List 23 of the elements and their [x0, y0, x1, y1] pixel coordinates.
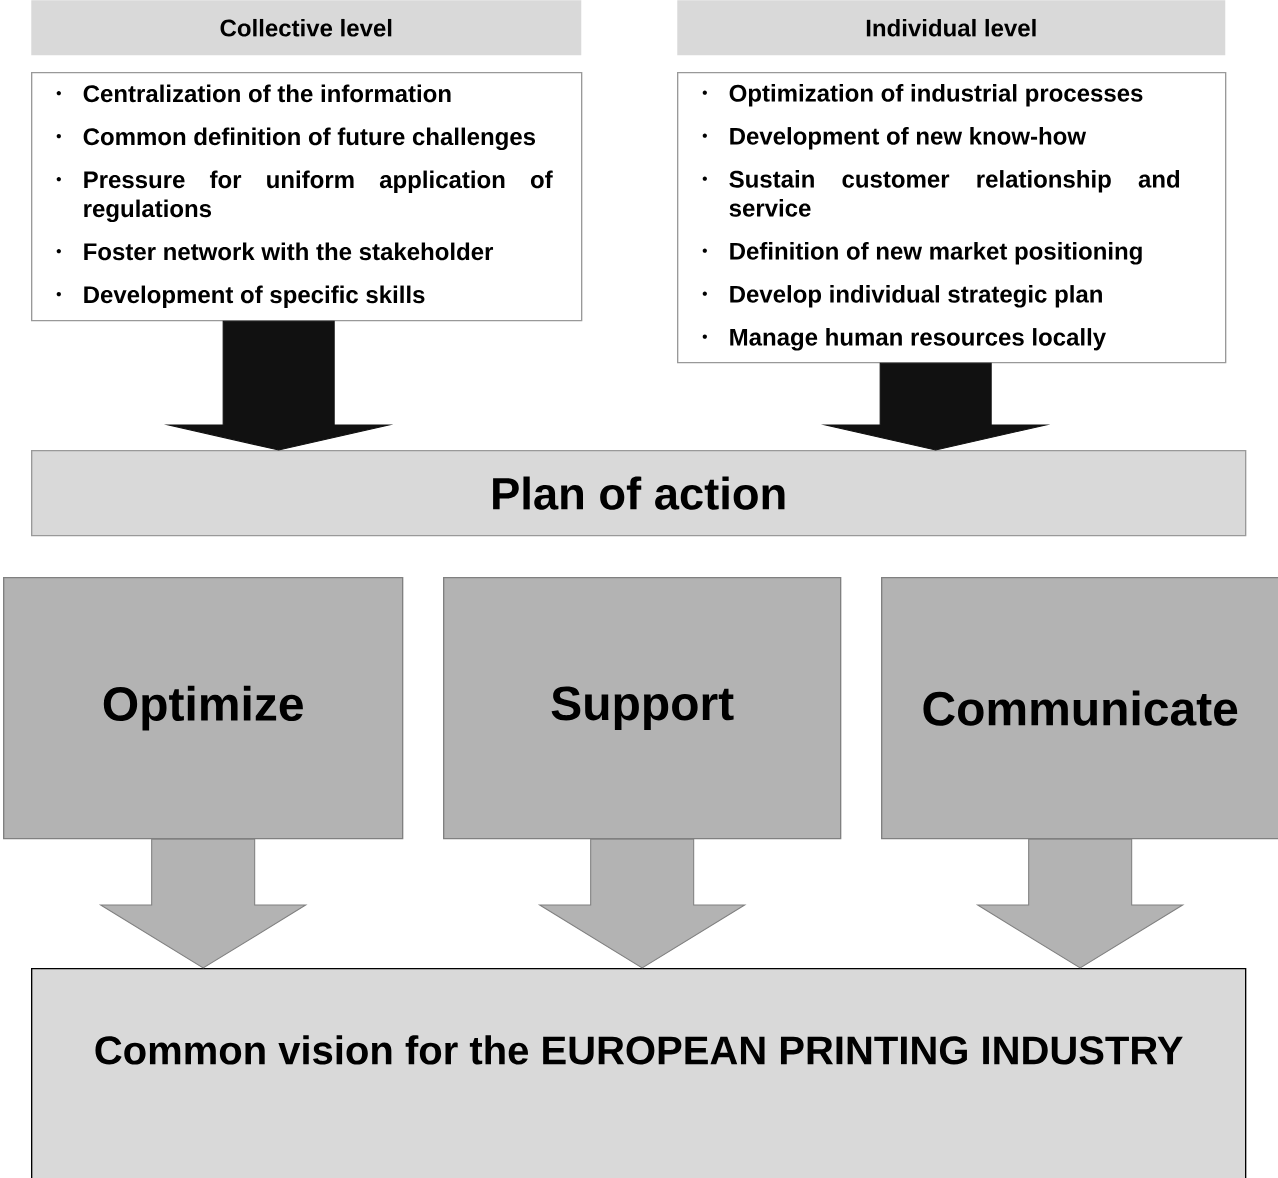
vision-box: Common vision for the EUROPEAN PRINTING INDUSTRY [31, 968, 1247, 1178]
list-item: Manage human resources locally [730, 328, 1106, 351]
list-item: Develop individual strategic plan [730, 285, 1102, 308]
block-arrow [98, 838, 308, 969]
list-item: Centralization of the information [83, 84, 451, 103]
list-item: Sustain customer relationship and service [729, 170, 1180, 217]
list-item: Foster network with the stakeholder [84, 242, 494, 261]
list-item: Development of specific skills [84, 285, 425, 308]
list-item: Pressure for uniform application of regulations [84, 170, 553, 223]
block-arrow [975, 838, 1185, 969]
list-item: Development of new know-how [730, 127, 1087, 150]
level-heading: Individual level [677, 0, 1226, 56]
block-arrow [163, 320, 394, 451]
action-box: Support [443, 577, 842, 840]
list-item: Optimization of industrial processes [729, 84, 1143, 107]
list-item: Common definition of future challenges [83, 127, 536, 151]
plan-box: Plan of action [31, 450, 1247, 537]
block-arrow [820, 362, 1051, 451]
block-arrow [537, 838, 747, 969]
list-item: Definition of new market positioning [730, 242, 1142, 265]
action-box: Optimize [3, 577, 404, 840]
action-box: Communicate [881, 577, 1278, 840]
level-heading: Collective level [31, 0, 582, 56]
